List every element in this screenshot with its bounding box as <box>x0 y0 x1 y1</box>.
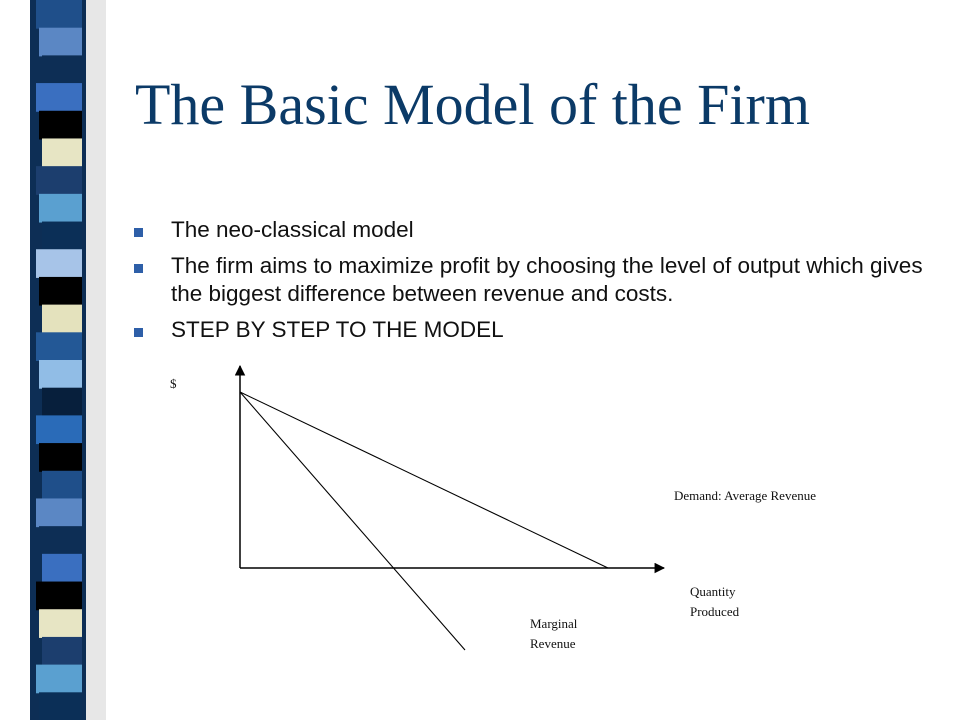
bullet-list: The neo-classical model The firm aims to… <box>134 216 934 352</box>
stripe-segment <box>36 415 82 445</box>
bullet-text-3: STEP BY STEP TO THE MODEL <box>171 317 504 342</box>
stripe-segment <box>36 581 82 611</box>
stripe-segment <box>39 27 82 57</box>
stripe-segment <box>42 387 82 417</box>
stripe-segment <box>42 553 82 583</box>
stripe-segment <box>36 332 82 361</box>
square-bullet-icon <box>134 328 143 337</box>
bullet-item-2: The firm aims to maximize profit by choo… <box>134 252 934 308</box>
stripe-segment <box>39 609 82 638</box>
bullet-item-3: STEP BY STEP TO THE MODEL <box>134 316 934 344</box>
x-axis-label-line1: Quantity <box>690 584 736 599</box>
stripe-segment <box>39 193 82 223</box>
stripe-segment <box>42 55 82 85</box>
bullet-text-1: The neo-classical model <box>171 217 414 242</box>
slide-title: The Basic Model of the Firm <box>135 72 810 137</box>
marginal-revenue-line <box>239 391 466 651</box>
stripe-segment <box>42 470 82 500</box>
stripe-segment <box>42 304 82 334</box>
demand-label: Demand: Average Revenue <box>674 488 816 503</box>
stripe-segment <box>39 276 82 306</box>
stripe-segment <box>39 443 82 472</box>
y-axis-label: $ <box>170 376 177 391</box>
stripe-shadow <box>86 0 106 720</box>
decorative-side-stripe <box>30 0 106 720</box>
stripe-segment <box>36 0 82 29</box>
stripe-segment <box>36 249 82 278</box>
stripe-segment <box>36 166 82 195</box>
stripe-segment <box>42 221 82 251</box>
demand-average-revenue-line <box>239 391 609 569</box>
stripe-segment <box>39 526 82 555</box>
stripe-segment <box>36 83 82 112</box>
mr-label-line2: Revenue <box>530 636 576 651</box>
stripe-segment <box>36 498 82 528</box>
bullet-text-2: The firm aims to maximize profit by choo… <box>171 253 923 306</box>
stripe-segment <box>36 664 82 694</box>
stripe-segment <box>39 110 82 140</box>
square-bullet-icon <box>134 264 143 273</box>
stripe-segment <box>39 692 82 720</box>
x-axis-label-line2: Produced <box>690 604 740 619</box>
stripe-segment <box>39 360 82 389</box>
bullet-item-1: The neo-classical model <box>134 216 934 244</box>
square-bullet-icon <box>134 228 143 237</box>
stripe-segment <box>42 138 82 168</box>
stripe-segment <box>42 636 82 666</box>
mr-label-line1: Marginal <box>530 616 578 631</box>
